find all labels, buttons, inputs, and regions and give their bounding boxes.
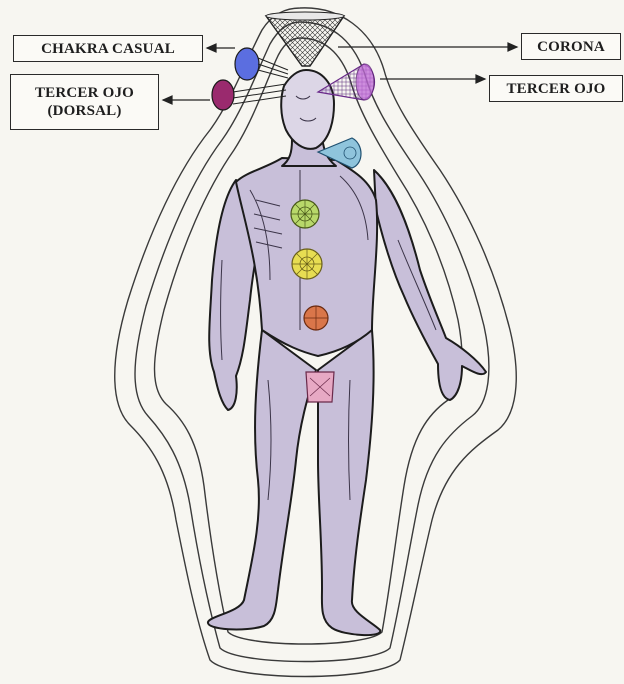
root-chakra-icon	[306, 372, 334, 402]
label-tercer-ojo-dorsal: TERCER OJO (DORSAL)	[10, 74, 159, 130]
dorsal-third-eye-icon	[212, 80, 286, 110]
label-dorsal-line2: (DORSAL)	[11, 102, 158, 120]
label-corona: CORONA	[521, 33, 621, 60]
label-chakra-casual: CHAKRA CASUAL	[13, 35, 203, 62]
sacral-chakra-icon	[304, 306, 328, 330]
head	[281, 70, 334, 149]
heart-chakra-icon	[291, 200, 319, 228]
label-dorsal-line1: TERCER OJO	[11, 84, 158, 102]
label-tercer-ojo: TERCER OJO	[489, 75, 623, 102]
solar-plexus-chakra-icon	[292, 249, 322, 279]
right-arm	[374, 170, 486, 400]
